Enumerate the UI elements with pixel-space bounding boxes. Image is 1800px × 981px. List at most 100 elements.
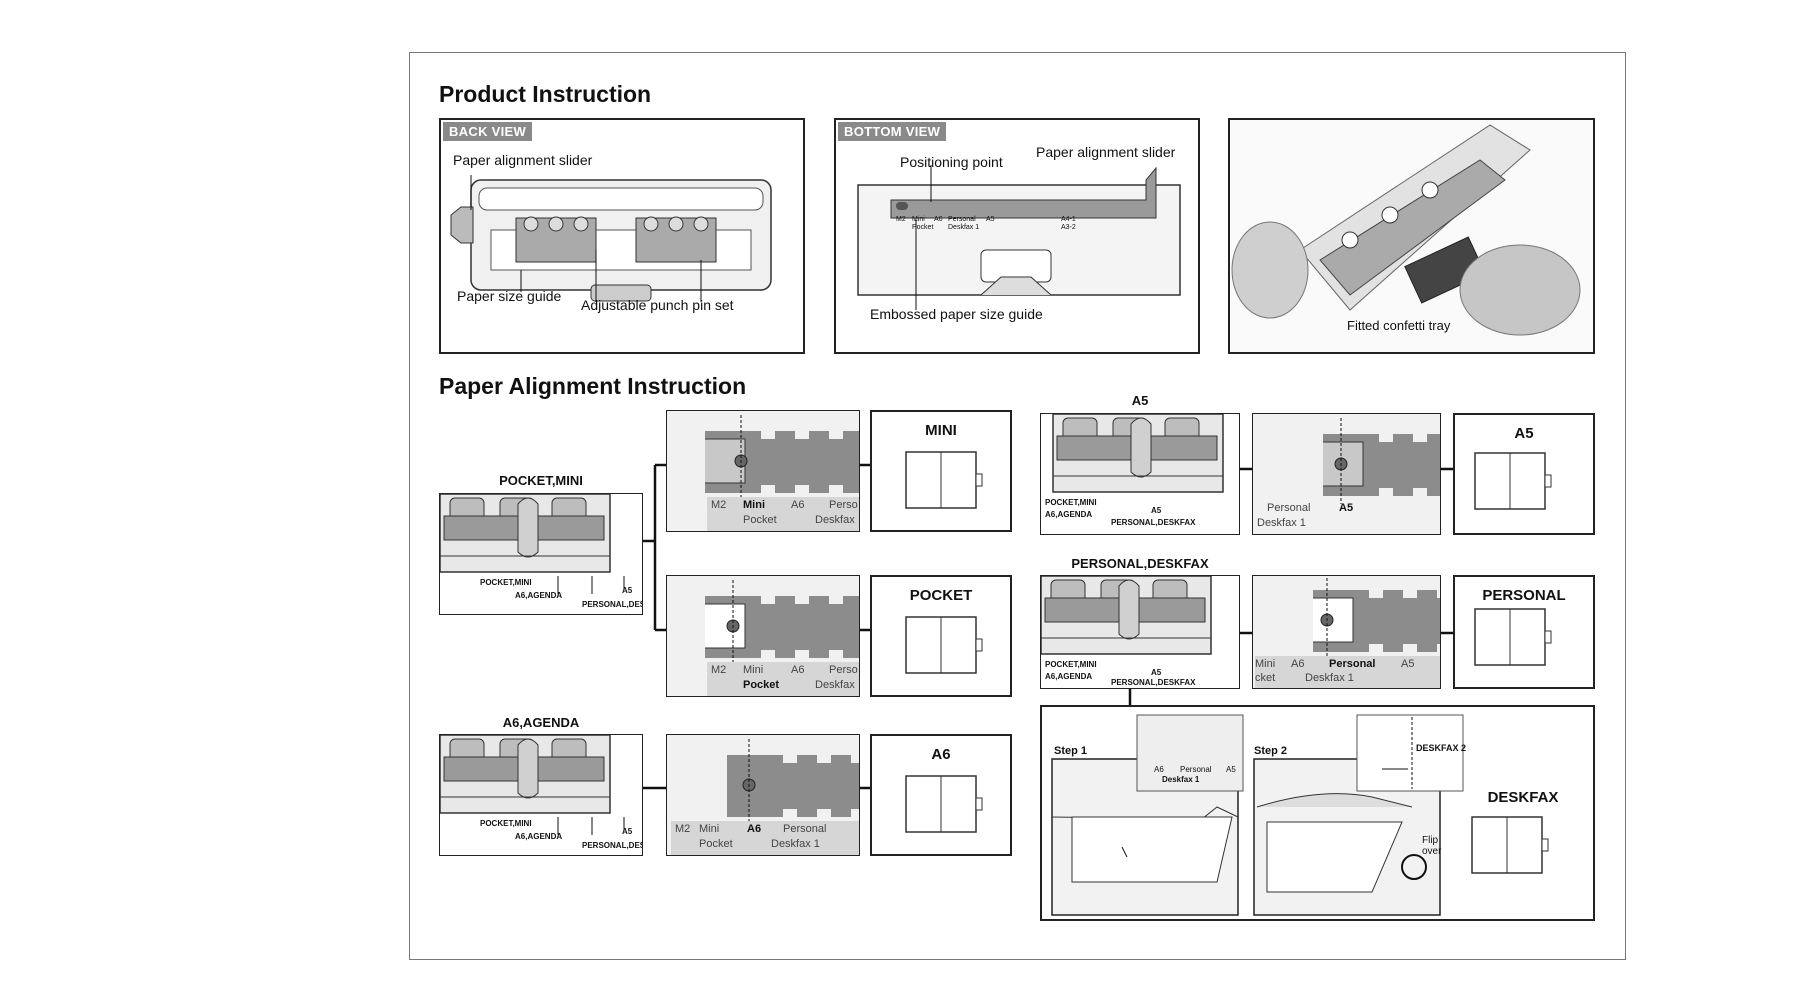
a6-scale-deskfax: Deskfax 1	[771, 838, 820, 850]
mini-scale-deskfax: Deskfax	[815, 514, 855, 526]
a5-punch-label-a5: A5	[1151, 506, 1162, 515]
product-instruction-title: Product Instruction	[439, 81, 652, 107]
bottom-view-tag: BOTTOM VIEW	[838, 122, 947, 141]
punch-label-a5: A5	[622, 586, 633, 595]
embossed-guide-label: Embossed paper size guide	[870, 306, 1043, 322]
bottom-scale-mini: Mini	[912, 216, 925, 223]
mini-scale-m2: M2	[711, 499, 727, 511]
group-personal-deskfax: PERSONAL,DESKFAX	[1071, 556, 1209, 571]
result-personal-title: PERSONAL	[1482, 587, 1566, 604]
a5-scale-personal: Personal	[1267, 502, 1311, 514]
result-personal: PERSONAL	[1453, 575, 1595, 689]
flip-over-label: Flip over	[1422, 835, 1442, 857]
a5-scale-a5: A5	[1339, 502, 1354, 514]
pocket-scale-m2: M2	[711, 664, 727, 676]
a6-scale-personal: Personal	[783, 823, 827, 835]
binder-mini	[905, 451, 983, 509]
back-view-tag: BACK VIEW	[443, 122, 533, 141]
confetti-tray-photo: Fitted confetti tray	[1228, 118, 1595, 354]
binder-deskfax	[1471, 816, 1549, 874]
a6-scale-pocket: Pocket	[699, 838, 733, 850]
result-deskfax-title: DESKFAX	[1487, 789, 1559, 806]
slider-personal: Mini A6 Personal A5 cket Deskfax 1	[1252, 575, 1441, 689]
bottom-scale-a5: A5	[986, 216, 995, 223]
a5-punch-label-a6: A6,AGENDA	[1045, 510, 1093, 519]
slider-a6-drawing	[727, 739, 859, 825]
punch-a5: POCKET,MINI A6,AGENDA A5 PERSONAL,DESKFA…	[1040, 413, 1240, 535]
personal-punch-label-a6: A6,AGENDA	[1045, 672, 1093, 681]
binder-a5	[1474, 452, 1552, 510]
punch-label-pocket-mini: POCKET,MINI	[480, 578, 532, 587]
adjustable-punch-pin-set-label: Adjustable punch pin set	[581, 297, 734, 313]
bottom-view-illustration	[857, 165, 1181, 310]
result-mini-title: MINI	[925, 422, 957, 439]
personal-scale-a6: A6	[1291, 658, 1305, 670]
slider-personal-drawing	[1313, 578, 1440, 660]
personal-scale-deskfax: Deskfax 1	[1305, 672, 1354, 684]
bottom-slider-label: Paper alignment slider	[1036, 144, 1176, 160]
positioning-point-label: Positioning point	[900, 154, 1003, 170]
binder-a6	[905, 775, 983, 833]
group-a6-agenda: A6,AGENDA	[502, 715, 580, 730]
a5-punch-label-personal: PERSONAL,DESKFAX	[1111, 518, 1196, 527]
a6-scale-mini: Mini	[699, 823, 720, 835]
personal-scale-personal: Personal	[1329, 658, 1376, 670]
result-a6: A6	[870, 734, 1012, 856]
bottom-scale-a6: A6	[934, 216, 943, 223]
bottom-scale-pocket: Pocket	[912, 224, 934, 231]
a6-punch-label-personal: PERSONAL,DESKFAX	[582, 841, 642, 850]
result-pocket-title: POCKET	[909, 587, 973, 604]
back-view-panel: BACK VIEW Paper alignment slider Paper s…	[439, 118, 805, 354]
step1-scale-a6: A6	[1154, 765, 1164, 774]
bottom-scale-a4: A4-1	[1061, 216, 1076, 223]
a5-punch-label-mini: POCKET,MINI	[1045, 498, 1097, 507]
result-a5: A5	[1453, 413, 1595, 535]
slider-pocket: M2 Mini A6 Perso Pocket Deskfax	[666, 575, 860, 697]
slider-mini: M2 Mini A6 Perso Pocket Deskfax	[666, 410, 860, 532]
mini-scale-pocket: Pocket	[743, 514, 777, 526]
a6-punch-label-a6: A6,AGENDA	[515, 832, 563, 841]
personal-punch-label-mini: POCKET,MINI	[1045, 660, 1097, 669]
punch-a6-drawing	[440, 735, 625, 835]
personal-scale-a5: A5	[1401, 658, 1415, 670]
pocket-scale-perso: Perso	[829, 664, 858, 676]
bottom-view-panel: BOTTOM VIEW M2 Mini A6 Personal A5 A4-1 …	[834, 118, 1200, 354]
pocket-scale-pocket: Pocket	[743, 679, 780, 691]
back-view-illustration	[450, 175, 772, 302]
personal-punch-label-a5: A5	[1151, 668, 1162, 677]
mini-scale-perso: Perso	[829, 499, 858, 511]
punch-label-a6: A6,AGENDA	[515, 591, 563, 600]
photo-illustration	[1231, 124, 1581, 336]
step1-scale-deskfax: Deskfax 1	[1162, 775, 1200, 784]
a6-scale-m2: M2	[675, 823, 691, 835]
slider-mini-drawing	[705, 415, 859, 501]
a6-punch-label-a5: A5	[622, 827, 633, 836]
step2-label: Step 2	[1254, 745, 1288, 757]
pocket-scale-mini: Mini	[743, 664, 764, 676]
bottom-scale-deskfax: Deskfax 1	[948, 224, 980, 231]
punch-label-personal: PERSONAL,DESKFAX	[582, 600, 642, 609]
result-pocket: POCKET	[870, 575, 1012, 697]
step1-scale-a5: A5	[1226, 765, 1236, 774]
punch-pocket-mini-drawing	[440, 494, 625, 594]
binder-pocket	[905, 616, 983, 674]
punch-personal: POCKET,MINI A6,AGENDA A5 PERSONAL,DESKFA…	[1040, 575, 1240, 689]
deskfax-steps-panel: Step 1 Step 2 A6 Personal A5 Deskfax 1 D…	[1040, 705, 1595, 921]
pocket-scale-deskfax: Deskfax	[815, 679, 855, 691]
a5-scale-deskfax: Deskfax 1	[1257, 517, 1306, 529]
personal-scale-pocket: cket	[1255, 672, 1276, 684]
slider-a5-drawing	[1323, 418, 1440, 504]
pocket-scale-a6: A6	[791, 664, 805, 676]
mini-scale-a6: A6	[791, 499, 805, 511]
a6-punch-label-pocket: POCKET,MINI	[480, 819, 532, 828]
bottom-scale-personal: Personal	[948, 216, 976, 223]
connector-lines	[642, 463, 1453, 790]
result-deskfax: DESKFAX	[1452, 757, 1593, 907]
punch-pocket-mini: POCKET,MINI A6,AGENDA A5 PERSONAL,DESKFA…	[439, 493, 643, 615]
result-a6-title: A6	[931, 746, 951, 763]
a6-scale-a6: A6	[747, 823, 762, 835]
step2-deskfax2: DESKFAX 2	[1416, 743, 1467, 753]
bottom-scale-a3: A3-2	[1061, 224, 1076, 231]
mini-scale-mini: Mini	[743, 499, 765, 511]
alignment-instruction-title: Paper Alignment Instruction	[439, 373, 747, 399]
